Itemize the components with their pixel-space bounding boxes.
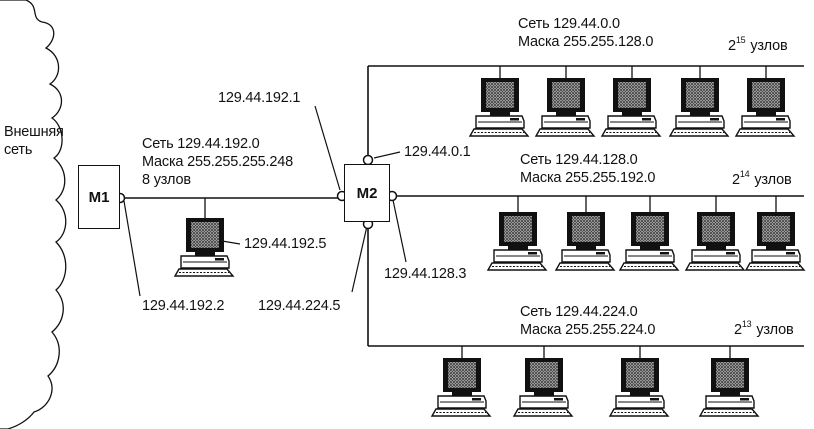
subnet-3-label: Сеть 129.44.224.0 Маска 255.255.224.0 <box>520 304 655 338</box>
pc-icon <box>469 77 529 137</box>
subnet-1-mask: Маска 255.255.128.0 <box>518 34 654 50</box>
pc-icon <box>174 217 234 277</box>
m2-link-ip: 129.44.192.1 <box>218 90 301 106</box>
pc-icon <box>555 211 615 271</box>
subnet-1-size-base: 2 <box>728 38 736 54</box>
pc-icon <box>431 357 491 417</box>
subnet-2-size-unit: узлов <box>754 172 792 188</box>
subnet-2-size-base: 2 <box>732 172 740 188</box>
pc-icon <box>487 211 547 271</box>
subnet-2-label: Сеть 129.44.128.0 Маска 255.255.192.0 <box>520 152 655 186</box>
subnet-1-router-ip: 129.44.0.1 <box>404 144 471 160</box>
link-network-mask: Маска 255.255.255.248 <box>142 154 293 170</box>
link-network-title: Сеть 129.44.192.0 <box>142 136 260 152</box>
subnet-2-router-ip: 129.44.128.3 <box>384 266 467 282</box>
external-network-line2: сеть <box>4 142 33 158</box>
subnet-2-mask: Маска 255.255.192.0 <box>520 170 656 186</box>
subnet-3-size: 213 узлов <box>734 319 794 338</box>
subnet-1-title: Сеть 129.44.0.0 <box>518 16 620 32</box>
pc-icon <box>609 357 669 417</box>
pc-icon <box>513 357 573 417</box>
subnet-1-size: 215 узлов <box>728 35 788 54</box>
subnet-3-mask: Маска 255.255.224.0 <box>520 322 656 338</box>
pc-icon <box>735 77 795 137</box>
m1-link-ip: 129.44.192.2 <box>142 298 225 314</box>
subnet-1-label: Сеть 129.44.0.0 Маска 255.255.128.0 <box>518 16 653 50</box>
pc-icon <box>699 357 759 417</box>
pc-icon <box>619 211 679 271</box>
external-network-label: Внешняя сеть <box>4 124 64 158</box>
subnet-2-size-exp: 14 <box>739 169 750 180</box>
subnet-3-size-exp: 13 <box>741 319 752 330</box>
router-m1: M1 <box>78 165 120 229</box>
pc-icon <box>745 211 805 271</box>
subnet-2-size: 214 узлов <box>732 169 792 188</box>
subnet-1-size-unit: узлов <box>750 38 788 54</box>
link-network-label: Сеть 129.44.192.0 Маска 255.255.255.248 … <box>142 136 293 188</box>
subnet-2-title: Сеть 129.44.128.0 <box>520 152 638 168</box>
subnet-1-size-exp: 15 <box>735 35 746 46</box>
pc-icon <box>535 77 595 137</box>
link-network-nodes: 8 узлов <box>142 172 191 188</box>
pc-icon <box>601 77 661 137</box>
external-network-cloud <box>0 0 67 429</box>
pc-icon <box>669 77 729 137</box>
subnet-3-size-unit: узлов <box>756 322 794 338</box>
subnet-3-router-ip: 129.44.224.5 <box>258 298 341 314</box>
router-m2: M2 <box>344 164 390 222</box>
pc-icon <box>685 211 745 271</box>
external-network-line1: Внешняя <box>4 124 64 140</box>
host-ip: 129.44.192.5 <box>244 236 327 252</box>
subnet-3-title: Сеть 129.44.224.0 <box>520 304 638 320</box>
subnet-3-size-base: 2 <box>734 322 742 338</box>
